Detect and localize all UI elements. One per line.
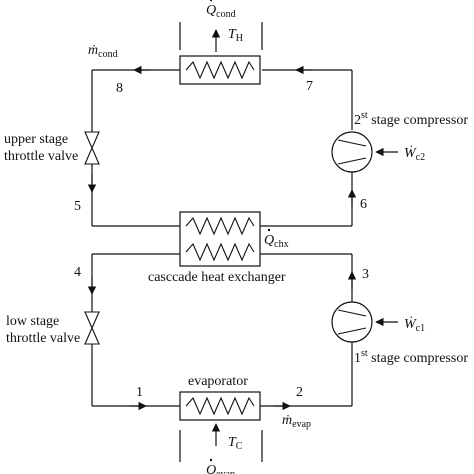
- low-valve-label-2: throttle valve: [6, 331, 80, 346]
- second-stage-compressor: [331, 131, 373, 173]
- cascade-heat-exchanger: [179, 211, 261, 267]
- first-stage-compressor: [331, 301, 373, 343]
- t-c-label: TC: [228, 435, 243, 452]
- compressor2-label: 2st stage compressor: [354, 110, 468, 128]
- m-cond-label: ṁcond: [88, 43, 118, 60]
- upper-valve-label-1: upper stage: [4, 132, 68, 147]
- t-h-label: TH: [228, 27, 243, 44]
- state-point-6: 6: [360, 197, 367, 212]
- state-point-3: 3: [362, 267, 369, 282]
- evaporator-coil: [179, 391, 261, 421]
- compressor1-label: 1st stage compressor: [354, 348, 468, 366]
- condenser-coil: [179, 55, 261, 85]
- state-point-4: 4: [74, 265, 81, 280]
- state-point-7: 7: [306, 79, 313, 94]
- m-evap-label: ṁevap: [282, 413, 311, 430]
- chx-label: casccade heat exchanger: [148, 270, 286, 285]
- state-point-5: 5: [74, 199, 81, 214]
- upper-throttle-valve: [84, 131, 100, 165]
- state-point-2: 2: [296, 385, 303, 400]
- q-dot-marks: [209, 0, 271, 462]
- state-point-8: 8: [116, 81, 123, 96]
- w-c2-label: Ẇc2: [404, 144, 425, 163]
- q-cond-label: Qcond: [206, 3, 236, 20]
- state-point-1: 1: [136, 385, 143, 400]
- low-valve-label-1: low stage: [6, 314, 59, 329]
- upper-valve-label-2: throttle valve: [4, 149, 78, 164]
- high-temperature-sink-box: [179, 22, 263, 50]
- low-temperature-source-box: [179, 430, 263, 462]
- evaporator-label: evaporator: [188, 374, 248, 389]
- q-chx-label: Qchx: [264, 233, 289, 250]
- q-evap-label: Qevap: [206, 463, 235, 474]
- low-throttle-valve: [84, 311, 100, 345]
- w-c1-label: Ẇc1: [404, 315, 425, 334]
